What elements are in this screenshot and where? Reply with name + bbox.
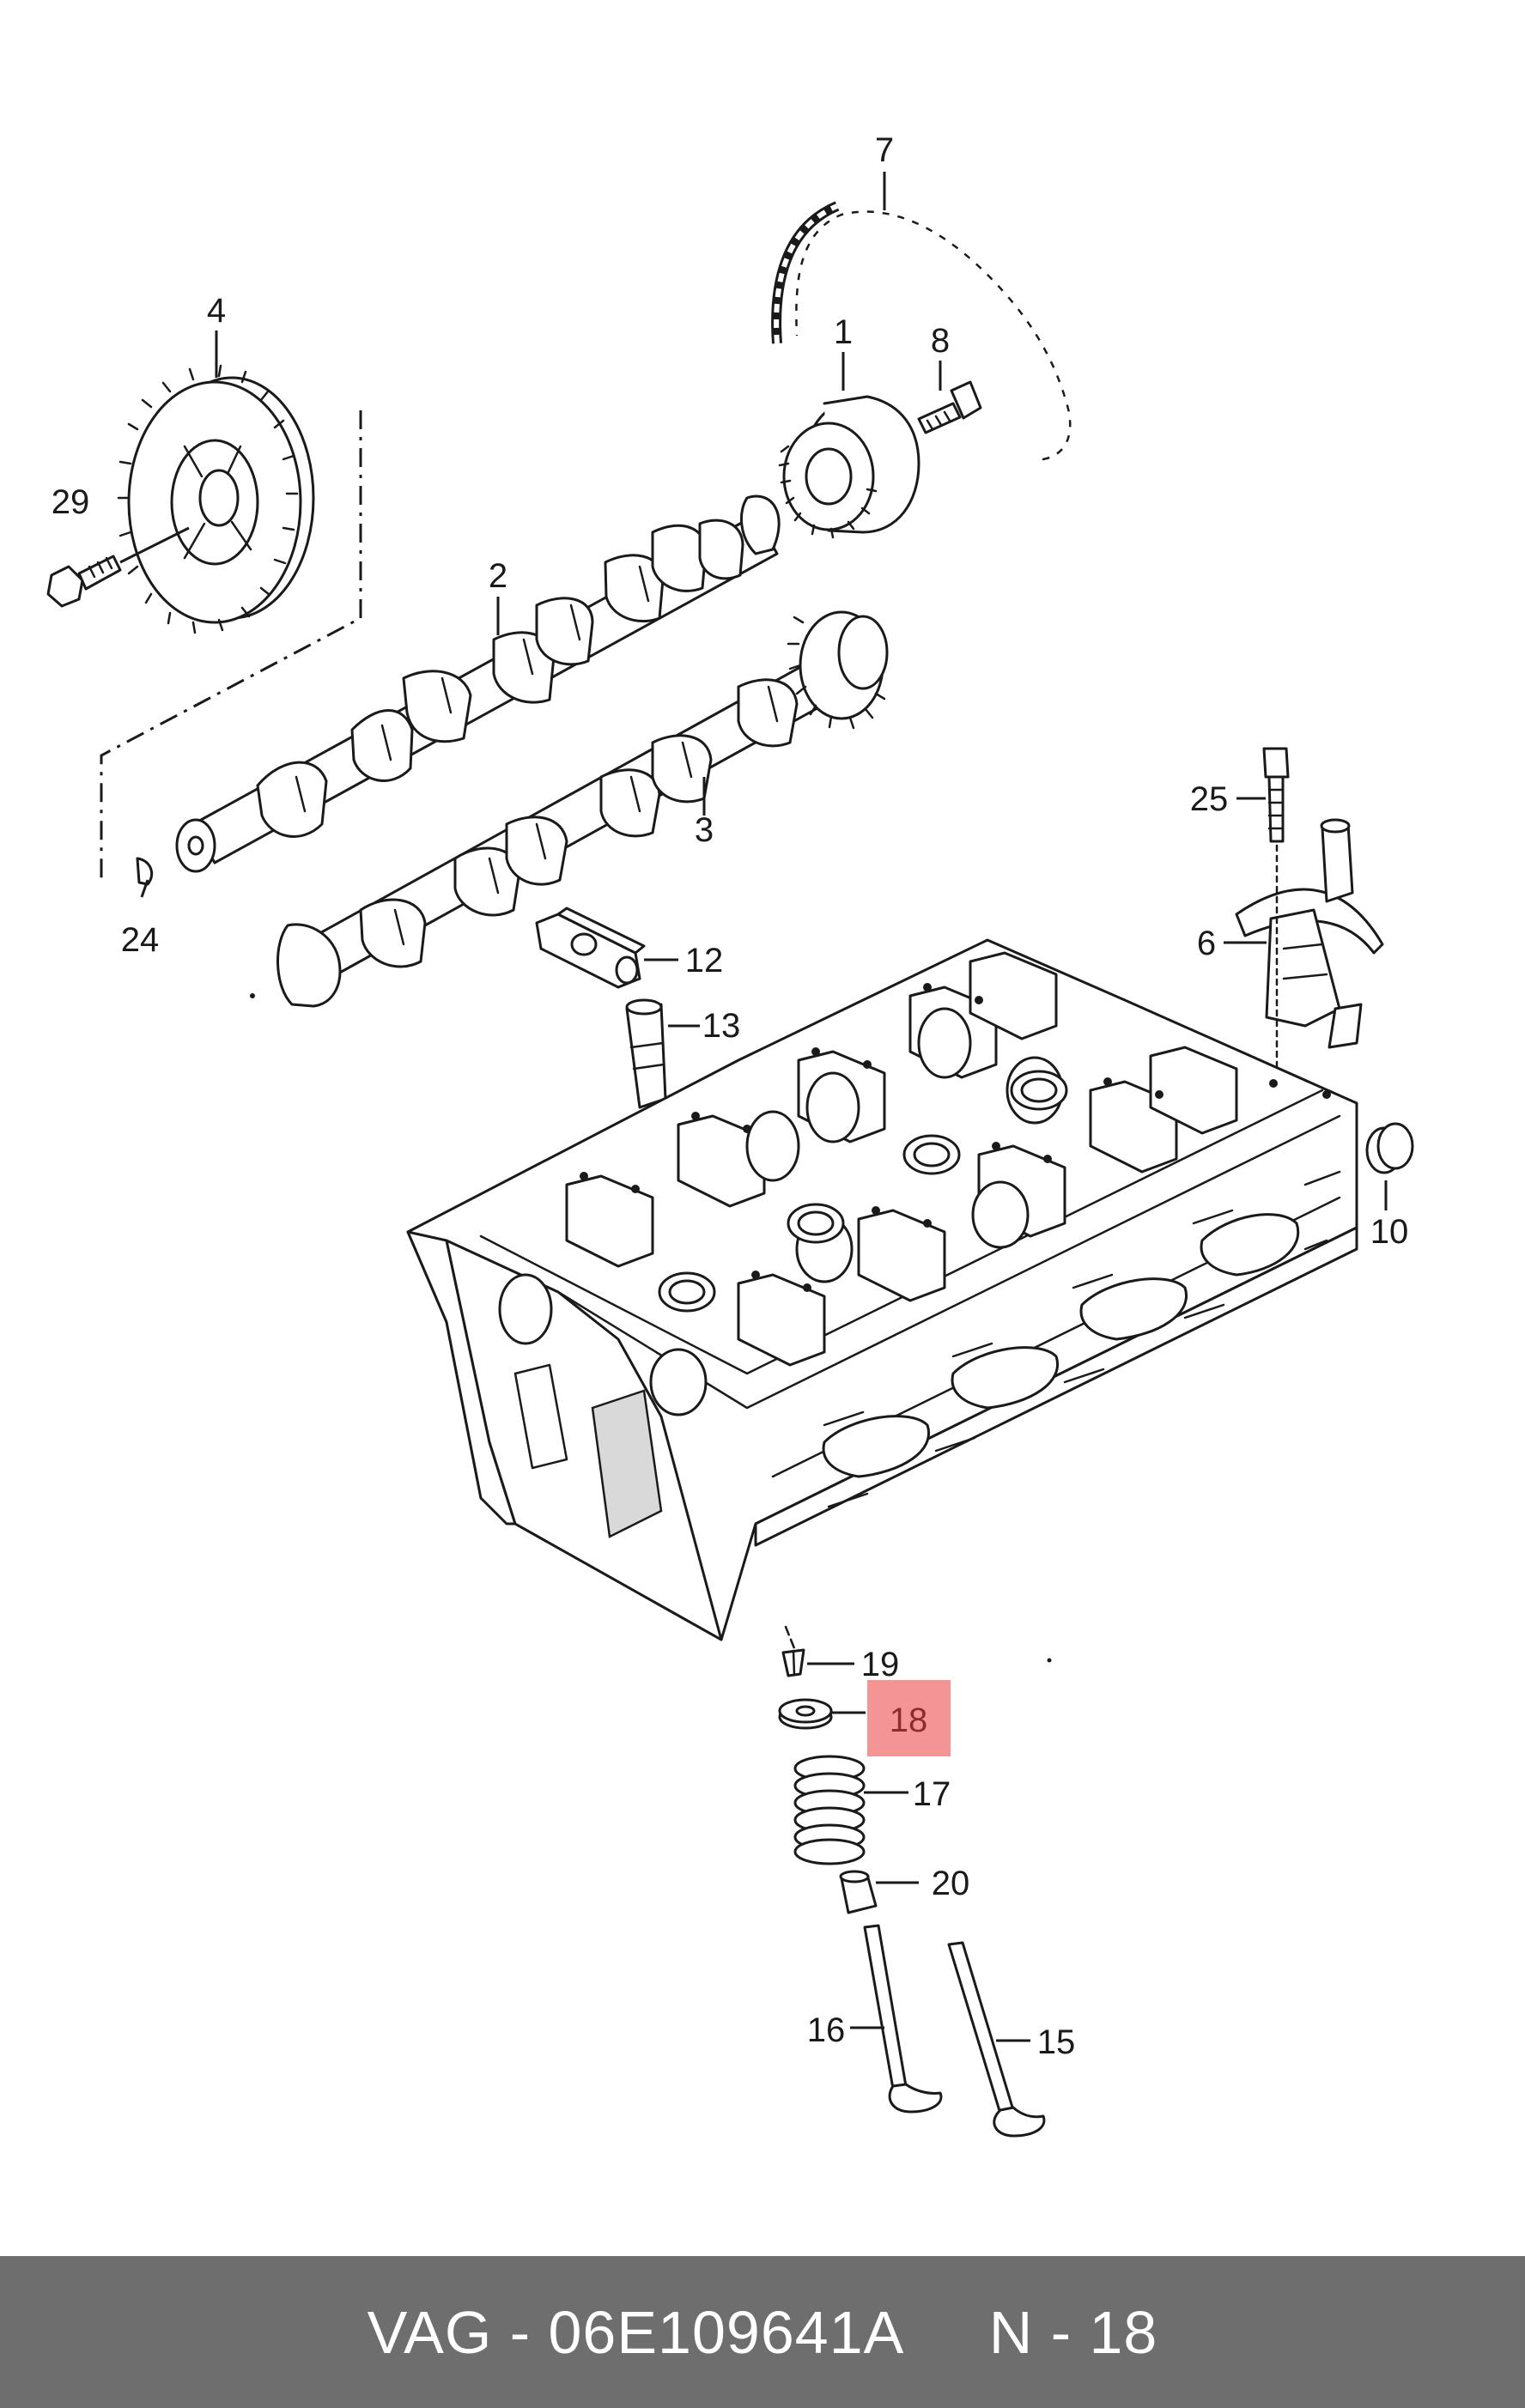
diagram-drawing: 7 4 1 8 29 2 3 24 25 6 12 13 10 19 18 17… bbox=[46, 131, 1414, 2138]
bolt-8 bbox=[917, 380, 982, 434]
callout-12: 12 bbox=[685, 942, 724, 980]
valve-16 bbox=[863, 1924, 943, 2114]
callout-17: 17 bbox=[913, 1775, 951, 1813]
parts-diagram: 7 4 1 8 29 2 3 24 25 6 12 13 10 19 18 17… bbox=[46, 131, 1414, 2138]
valve-keepers-19 bbox=[781, 1648, 805, 1677]
valve-stem-seal-20 bbox=[839, 1870, 878, 1914]
callout-13: 13 bbox=[702, 1007, 741, 1045]
callout-25: 25 bbox=[1190, 780, 1229, 818]
callout-4: 4 bbox=[207, 292, 226, 330]
camshaft-2 bbox=[175, 494, 781, 873]
plug-10 bbox=[1365, 1122, 1414, 1174]
callout-20: 20 bbox=[932, 1865, 970, 1902]
roller-rocker-12 bbox=[535, 907, 646, 989]
valve-15 bbox=[947, 1941, 1046, 2138]
timing-chain bbox=[771, 201, 1074, 463]
stray-dot bbox=[250, 993, 255, 998]
hydraulic-lifter-13 bbox=[625, 998, 667, 1109]
cylinder-head bbox=[406, 938, 1358, 1641]
woodruff-key-24 bbox=[136, 857, 154, 886]
gear-dashline bbox=[100, 410, 362, 884]
bolt-25 bbox=[1262, 747, 1290, 1071]
bolt-29 bbox=[46, 526, 190, 608]
spring-retainer-18 bbox=[778, 1698, 833, 1730]
callout-6: 6 bbox=[1197, 925, 1216, 962]
footer-bar: VAG - 06E109641A N - 18 bbox=[0, 2256, 1525, 2408]
callout-1: 1 bbox=[834, 313, 853, 351]
valve-spring-17 bbox=[793, 1755, 866, 1865]
leader-lines bbox=[140, 172, 1388, 2042]
callout-2: 2 bbox=[489, 557, 507, 595]
callout-29: 29 bbox=[52, 483, 90, 521]
callout-3: 3 bbox=[695, 811, 714, 849]
callout-7: 7 bbox=[875, 131, 894, 169]
callout-10: 10 bbox=[1370, 1213, 1409, 1251]
callout-24: 24 bbox=[121, 921, 160, 959]
chain-tensioner-6 bbox=[1235, 818, 1384, 1049]
callout-8: 8 bbox=[931, 322, 950, 360]
callout-19: 19 bbox=[861, 1646, 900, 1683]
camshaft-3 bbox=[276, 610, 889, 1008]
callout-15: 15 bbox=[1037, 2023, 1076, 2061]
part-number-caption: VAG - 06E109641A N - 18 bbox=[367, 2298, 1158, 2366]
callout-16: 16 bbox=[807, 2011, 846, 2049]
callout-18-highlight bbox=[867, 1680, 951, 1756]
camshaft-adjuster bbox=[778, 395, 920, 539]
stray-dot bbox=[1047, 1658, 1052, 1663]
callout-labels: 7 4 1 8 29 2 3 24 25 6 12 13 10 19 18 17… bbox=[52, 131, 1409, 2061]
camshaft-gear bbox=[117, 364, 315, 634]
